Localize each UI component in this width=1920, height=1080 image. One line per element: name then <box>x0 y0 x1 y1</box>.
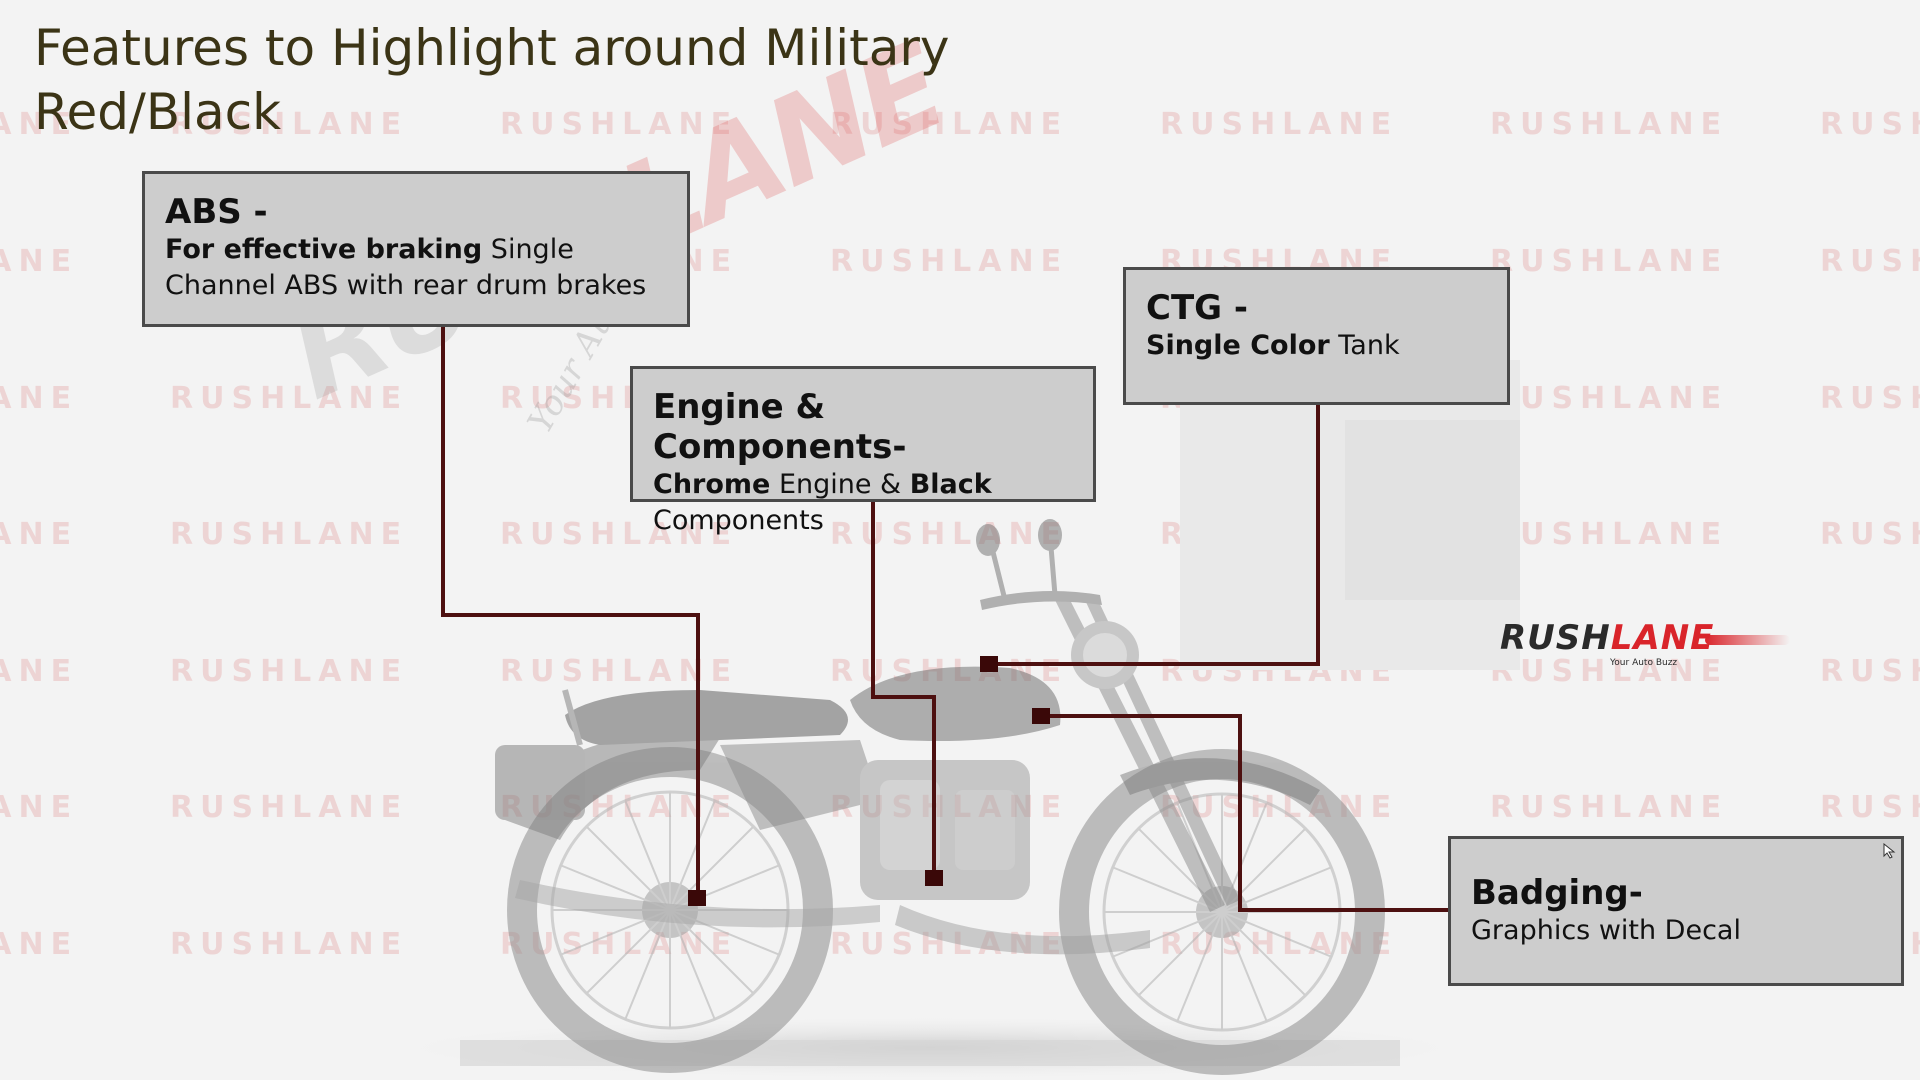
abs-heading: ABS - <box>165 192 268 232</box>
ctg-connector <box>988 405 1320 666</box>
badging-connector <box>1040 714 1448 912</box>
ctg-callout: CTG - Single Color Tank <box>1123 267 1510 405</box>
cursor-icon <box>1883 843 1896 859</box>
badging-body: Graphics with Decal <box>1471 915 1741 946</box>
ctg-heading: CTG - <box>1146 288 1248 328</box>
engine-connector <box>871 502 936 878</box>
engine-marker <box>925 870 943 886</box>
abs-connector <box>441 327 700 900</box>
slide-title: Features to Highlight around Military Re… <box>34 19 950 141</box>
ctg-marker <box>980 656 998 672</box>
engine-callout: Engine & Components- Chrome Engine & Bla… <box>630 366 1096 536</box>
badging-marker <box>1032 708 1050 724</box>
engine-body: Chrome Engine & Black Components <box>653 469 992 536</box>
logo-tagline: Your Auto Buzz <box>1610 658 1678 668</box>
logo-wordmark: RUSHLANE <box>1500 618 1715 658</box>
logo-streak <box>1705 635 1790 645</box>
abs-callout: ABS - For effective braking Single Chann… <box>142 171 690 327</box>
ctg-body: Single Color Tank <box>1146 330 1400 361</box>
motorcycle-body <box>495 519 1320 955</box>
abs-body: For effective braking Single Channel ABS… <box>165 234 647 301</box>
rushlane-logo: RUSHLANE Your Auto Buzz <box>1500 618 1790 670</box>
badging-heading: Badging- <box>1471 873 1643 913</box>
badging-callout: Badging- Graphics with Decal <box>1448 836 1904 986</box>
abs-marker <box>688 890 706 906</box>
engine-heading: Engine & Components- <box>653 387 907 467</box>
backdrop-panel-inner <box>1345 420 1520 600</box>
